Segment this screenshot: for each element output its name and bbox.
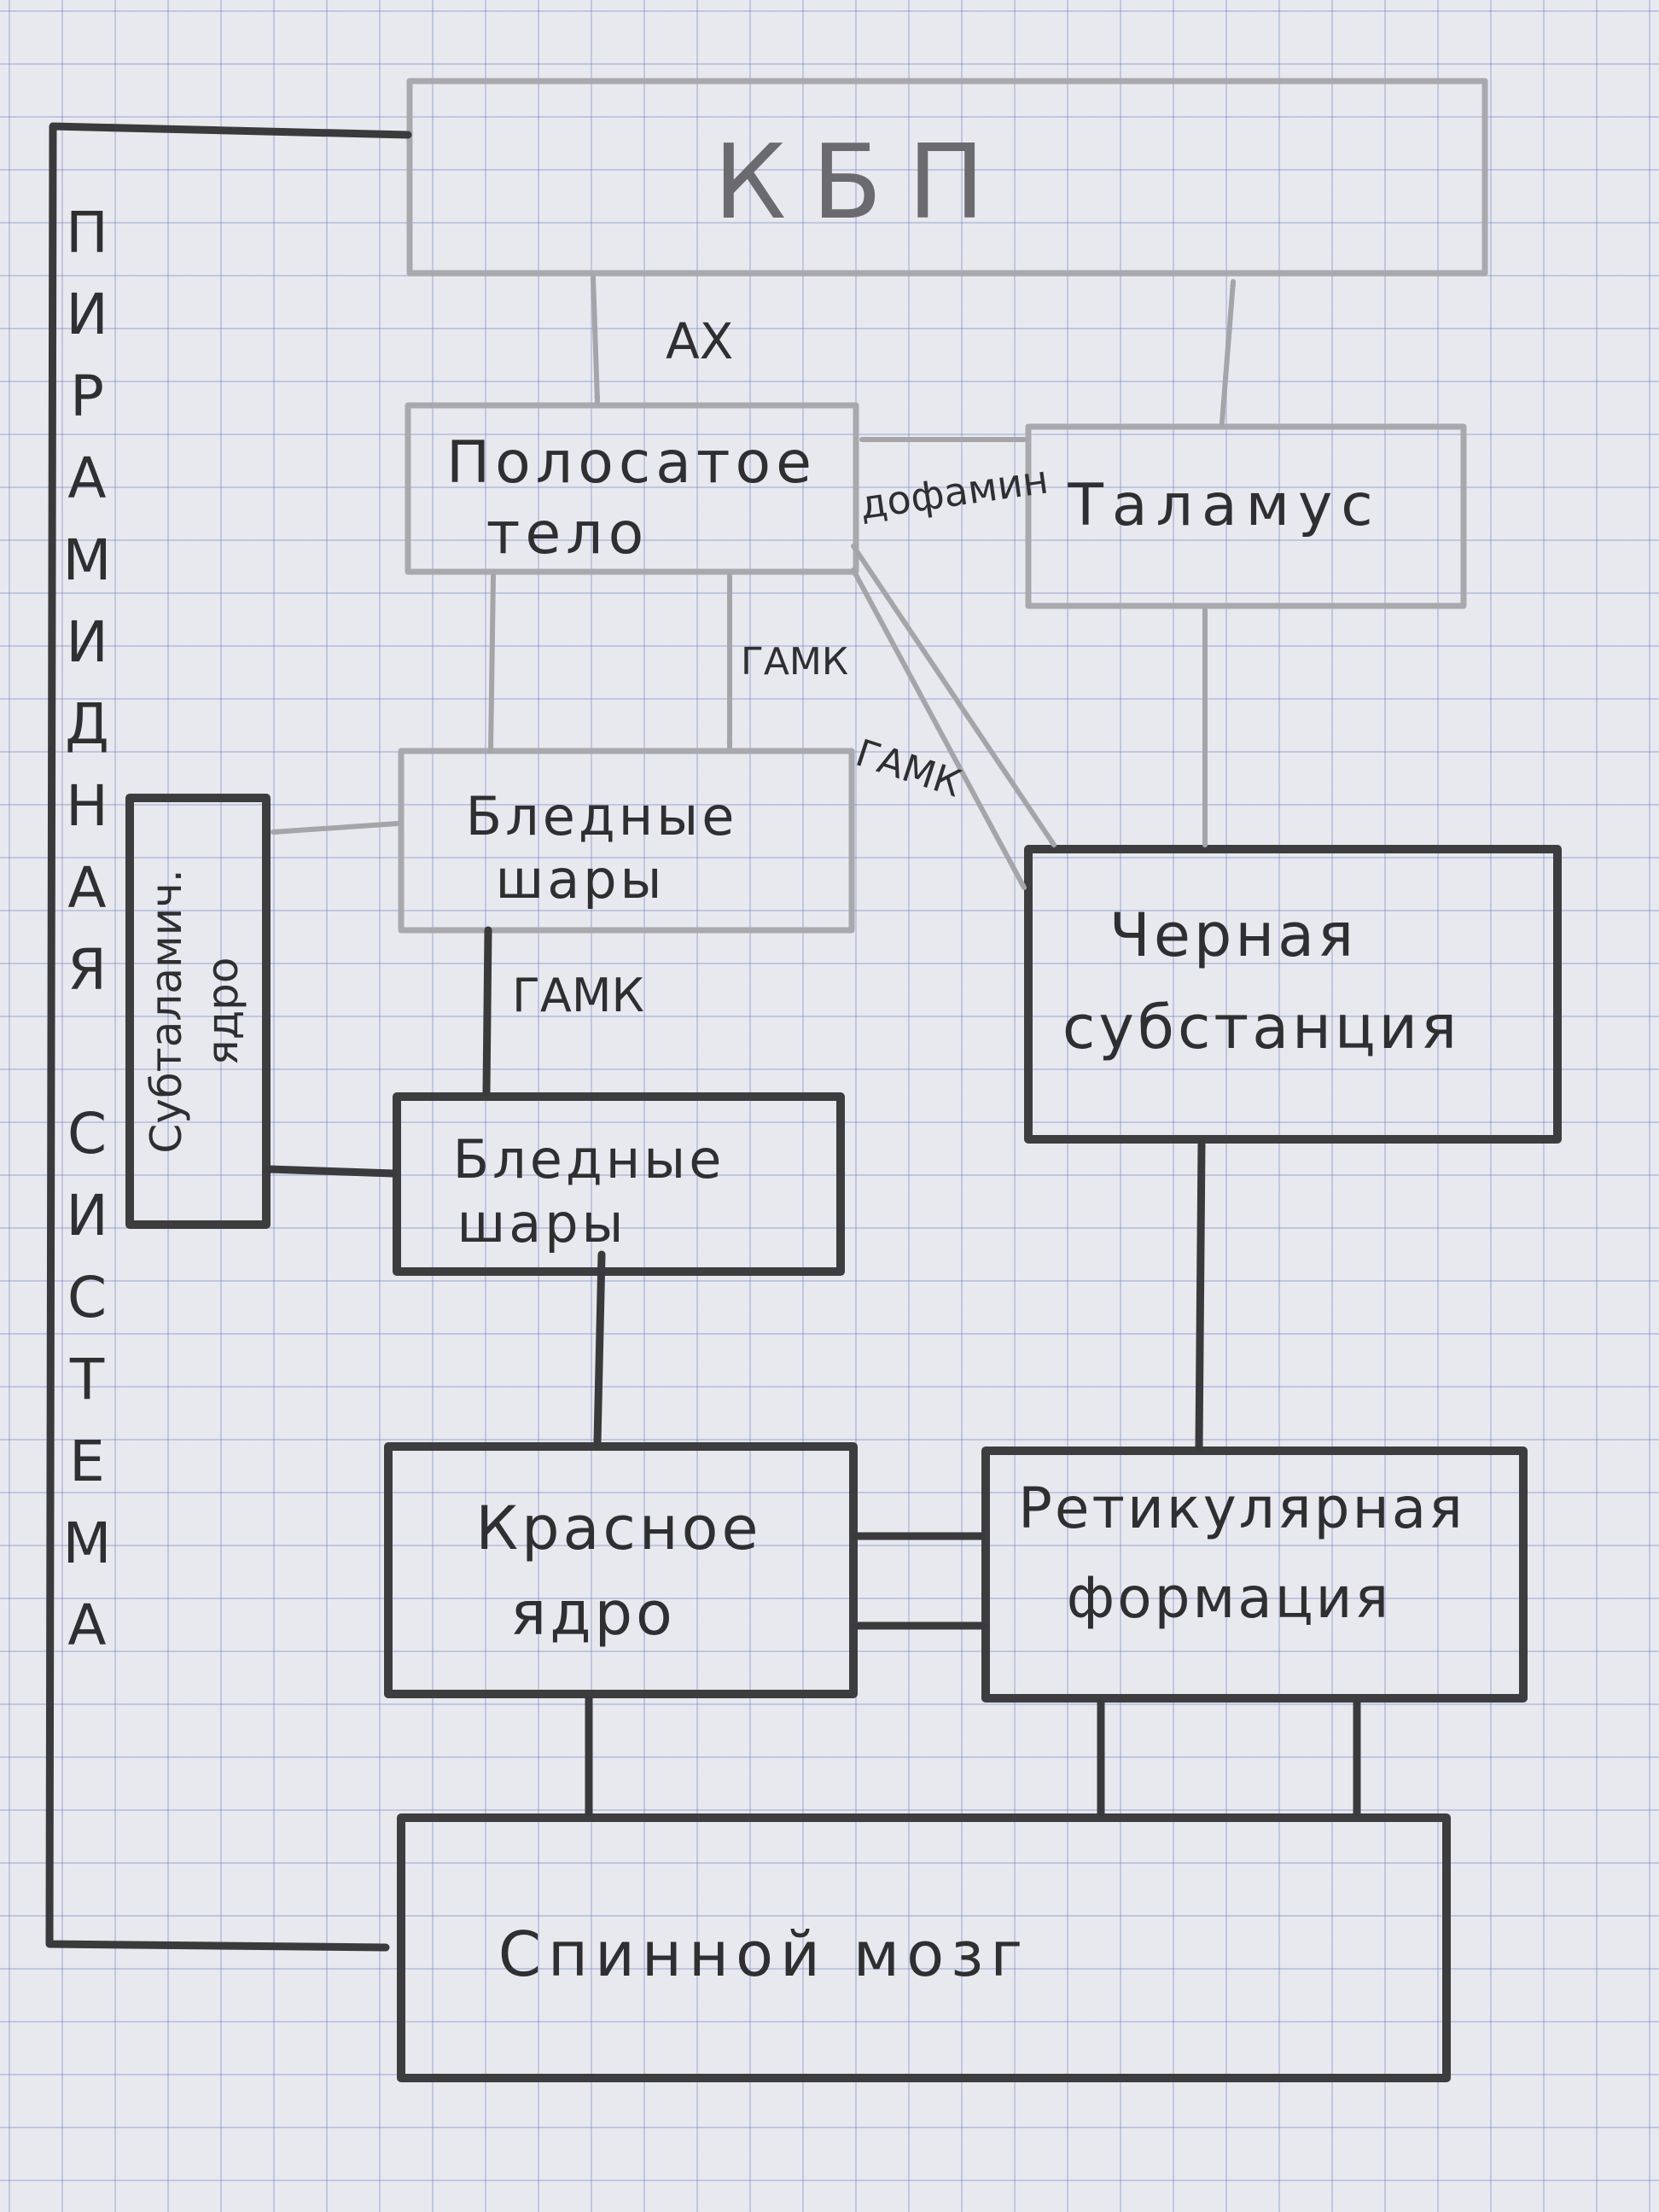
subthalamic-to-gp2-arrow xyxy=(265,1165,397,1178)
nigra-to-striatum-arrow xyxy=(851,568,1027,890)
pyramidal-system-letter: Е xyxy=(69,1429,105,1494)
nigra-to-reticular-arrow xyxy=(1195,1139,1206,1451)
subthalamic-label-line2: ядро xyxy=(198,958,247,1066)
ach-label: АХ xyxy=(666,312,733,370)
gaba-3-label: ГАМК xyxy=(512,969,644,1022)
red-nucleus-label-line2: ядро xyxy=(510,1579,676,1649)
pyramidal-system-letter: Т xyxy=(69,1347,105,1412)
globus-pallidus-1-box xyxy=(398,748,855,934)
pyramidal-system-letter: А xyxy=(67,1592,106,1658)
reticular-box xyxy=(981,1447,1528,1703)
gaba-1-label: ГАМК xyxy=(741,640,848,684)
subthalamic-label-line1: Субталамич. xyxy=(142,869,191,1153)
gp2-to-red-nucleus-arrow xyxy=(593,1250,606,1447)
globus-pallidus-2-box xyxy=(393,1092,845,1276)
pyramidal-system-letter: М xyxy=(63,527,112,593)
globus-pallidus-2-label-line1: Бледные xyxy=(453,1128,725,1190)
pyramidal-system-letter: М xyxy=(63,1511,112,1576)
substantia-nigra-box xyxy=(1024,845,1562,1144)
substantia-nigra-label-line1: Черная xyxy=(1109,900,1357,970)
dopamine-label: дофамин xyxy=(857,457,1051,528)
substantia-nigra-label-line2: субстанция xyxy=(1062,992,1460,1062)
pyramidal-system-letter: А xyxy=(67,855,106,921)
subthalamic-box xyxy=(125,794,271,1229)
gp1-to-subthalamic-arrow xyxy=(271,821,400,835)
striatum-box xyxy=(405,402,859,575)
thalamus-to-kbp-arrow xyxy=(1220,279,1237,425)
gaba-3-arrow xyxy=(482,926,492,1097)
pyramidal-system-letter: Р xyxy=(70,364,104,429)
pyramidal-system-letter: Д xyxy=(65,691,109,757)
pyramidal-system-letter: А xyxy=(67,445,106,511)
kbp-box xyxy=(406,78,1488,276)
red-nucleus-label-line1: Красное xyxy=(475,1493,761,1563)
pyramidal-system-letter: С xyxy=(67,1265,107,1330)
globus-pallidus-1-label-line1: Бледные xyxy=(466,785,738,847)
striatum-label-line1: Полосатое xyxy=(446,429,817,497)
striatum-label-line2: тело xyxy=(486,500,649,568)
pyramidal-system-letter: И xyxy=(66,1183,108,1249)
thalamus-label: Таламус xyxy=(1067,472,1381,539)
globus-pallidus-2-label-line2: шары xyxy=(457,1192,626,1254)
pyramidal-tract-arrow xyxy=(45,122,412,1952)
striatum-to-gp2-line xyxy=(488,573,496,754)
globus-pallidus-1-label-line2: шары xyxy=(495,848,665,911)
pyramidal-system-letter: Н xyxy=(66,773,108,839)
ach-arrow xyxy=(591,275,601,404)
kbp-label: КБП xyxy=(713,124,1010,242)
pyramidal-system-letter: Я xyxy=(67,937,107,1003)
pyramidal-system-letter: И xyxy=(66,609,108,675)
pyramidal-system-letter: И xyxy=(66,282,108,347)
spinal-cord-box xyxy=(397,1813,1451,2082)
pyramidal-system-letter: С xyxy=(67,1101,107,1167)
thalamus-box xyxy=(1025,423,1467,609)
reticular-label-line1: Ретикулярная xyxy=(1018,1476,1465,1541)
pyramidal-system-letter: П xyxy=(66,200,108,265)
spinal-cord-label: Спинной мозг xyxy=(498,1918,1030,1990)
reticular-label-line2: формация xyxy=(1067,1565,1391,1631)
gaba-2-arrow xyxy=(851,544,1057,847)
red-nucleus-box xyxy=(384,1442,858,1698)
